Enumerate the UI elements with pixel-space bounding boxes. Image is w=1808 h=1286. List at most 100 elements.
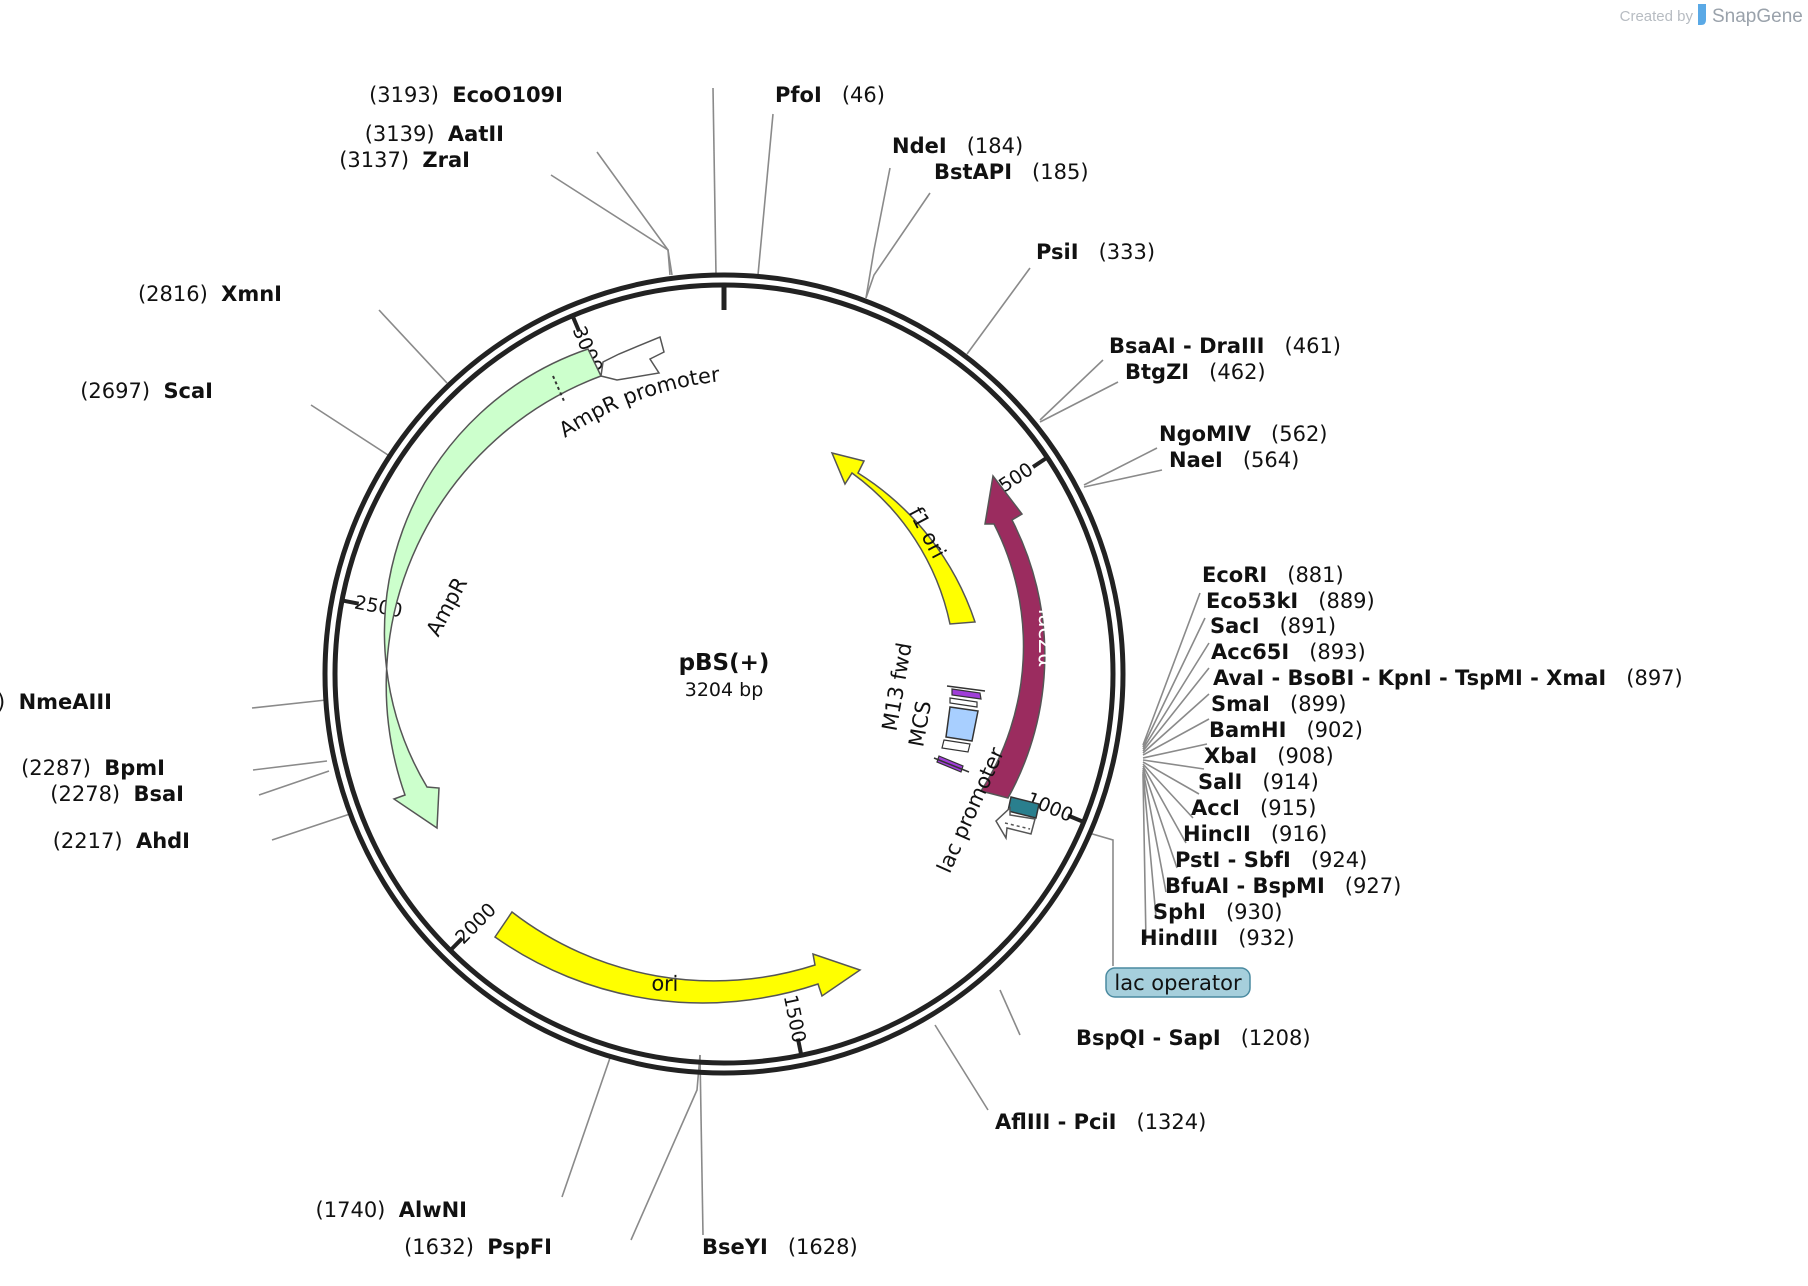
enzyme-name: AccI: [1191, 796, 1240, 820]
site-label-psii[interactable]: PsiI (333): [1036, 240, 1155, 264]
feature-arrow-ori[interactable]: [493, 910, 862, 1004]
enzyme-name: HindIII: [1140, 926, 1218, 950]
site-position: (930): [1226, 900, 1282, 924]
enzyme-name: - SapI: [1145, 1026, 1220, 1050]
feature-label-ampr: AmpR: [421, 573, 472, 640]
site-label-acci[interactable]: AccI (915): [1191, 796, 1316, 820]
tick-label-2000: 2000: [451, 899, 501, 949]
feature-arrow-lacz[interactable]: [979, 474, 1046, 799]
plasmid-name: pBS(+): [679, 650, 770, 676]
feature-ori[interactable]: ori: [493, 910, 862, 1004]
lac-operator-badge[interactable]: lac operator: [1105, 967, 1251, 998]
enzyme-name: - XmaI: [1523, 666, 1606, 690]
site-position: (562): [1271, 422, 1327, 446]
enzyme-name: XmnI: [221, 282, 282, 306]
enzyme-name: PsiI: [1036, 240, 1079, 264]
site-label-ndei[interactable]: NdeI (184): [892, 134, 1023, 158]
tick-500: [1031, 456, 1047, 469]
site-position: (46): [842, 83, 885, 107]
enzyme-name: BpmI: [104, 756, 165, 780]
tick-3000: [571, 316, 581, 333]
site-label-smai[interactable]: SmaI (899): [1211, 692, 1347, 716]
site-position: (462): [1209, 360, 1265, 384]
site-label-eco53ki[interactable]: Eco53kI (889): [1206, 589, 1375, 613]
site-label-sphi[interactable]: SphI (930): [1153, 900, 1282, 924]
m13-spacer: [949, 697, 978, 708]
site-position: (924): [1311, 848, 1367, 872]
site-label-bpmi[interactable]: (2287) BpmI: [21, 756, 165, 780]
site-position: (2217): [53, 829, 123, 853]
site-label-xmni[interactable]: (2816) XmnI: [138, 282, 282, 306]
enzyme-name: NdeI: [892, 134, 947, 158]
tick-1500: [795, 1038, 803, 1054]
feature-mcs-group[interactable]: M13 fwd MCS: [878, 641, 986, 773]
site-label-saci[interactable]: SacI (891): [1210, 614, 1336, 638]
ampr-promoter-boundary: [552, 375, 565, 402]
site-label-xbai[interactable]: XbaI (908): [1204, 744, 1334, 768]
site-label-hindiii[interactable]: HindIII (932): [1140, 926, 1295, 950]
feature-label-mcs: MCS: [904, 699, 936, 749]
enzyme-name: BsaI: [134, 782, 185, 806]
site-label-ahdi[interactable]: (2217) AhdI: [53, 829, 190, 853]
site-label-alwni[interactable]: (1740) AlwNI: [316, 1198, 467, 1222]
site-position: (1324): [1137, 1110, 1207, 1134]
enzyme-name: - TspMI: [1432, 666, 1523, 690]
lac-promoter-box[interactable]: [1007, 796, 1040, 819]
site-position: (2278): [50, 782, 120, 806]
site-position: (902): [1306, 718, 1362, 742]
site-label-nmeaiii[interactable]: (2365) NmeAIII: [0, 690, 112, 714]
enzyme-name: BseYI: [702, 1235, 768, 1259]
feature-arrow-f1-ori[interactable]: [830, 451, 977, 625]
site-label-naei[interactable]: NaeI (564): [1169, 448, 1299, 472]
feature-lacz[interactable]: lacZα: [979, 474, 1058, 799]
site-position: (889): [1318, 589, 1374, 613]
feature-arrow-lac-promoter[interactable]: [995, 806, 1036, 841]
site-label-bspqi[interactable]: BspQI - SapI (1208): [1076, 1026, 1311, 1050]
site-label-zrai[interactable]: (3137) ZraI: [339, 148, 470, 172]
site-label-bseyi[interactable]: BseYI (1628): [702, 1235, 858, 1259]
site-label-ecoo109i[interactable]: (3193) EcoO109I: [369, 83, 563, 107]
enzyme-name: Eco53kI: [1206, 589, 1298, 613]
site-label-bfuai[interactable]: BfuAI - BspMI (927): [1165, 874, 1401, 898]
site-label-hincii[interactable]: HincII (916): [1183, 822, 1327, 846]
site-label-bstapi[interactable]: BstAPI (185): [934, 160, 1089, 184]
lac-operator-box[interactable]: [1105, 967, 1251, 998]
enzyme-name: SphI: [1153, 900, 1206, 924]
site-label-afliii[interactable]: AflIII - PciI (1324): [995, 1110, 1206, 1134]
tick-1000: [1067, 813, 1083, 824]
site-label-sali[interactable]: SalI (914): [1198, 770, 1319, 794]
site-position: (1628): [788, 1235, 858, 1259]
leader-lines: [251, 87, 1210, 1241]
site-label-bamhi[interactable]: BamHI (902): [1209, 718, 1363, 742]
feature-arrow-ampr-promoter[interactable]: [600, 335, 665, 381]
site-label-aatii[interactable]: (3139) AatII: [365, 122, 504, 146]
site-position: (185): [1032, 160, 1088, 184]
site-label-pspfi[interactable]: (1632) PspFI: [404, 1235, 552, 1259]
feature-f1-ori[interactable]: f1 ori: [830, 451, 977, 625]
feature-label-lacz: lacZα: [1034, 609, 1058, 667]
enzyme-name: - BspMI: [1229, 874, 1325, 898]
enzyme-name: BsaAI: [1109, 334, 1176, 358]
enzyme-name: SacI: [1210, 614, 1260, 638]
mcs-box[interactable]: [945, 706, 979, 742]
feature-arrow-ampr[interactable]: [383, 348, 603, 830]
site-position: (184): [967, 134, 1023, 158]
site-label-btgzi[interactable]: BtgZI (462): [1125, 360, 1266, 384]
site-position: (2816): [138, 282, 208, 306]
enzyme-name: - BsoBI: [1264, 666, 1354, 690]
site-label-acc65i[interactable]: Acc65I (893): [1211, 640, 1366, 664]
site-label-ngomiv[interactable]: NgoMIV (562): [1159, 422, 1328, 446]
site-label-psti[interactable]: PstI - SbfI (924): [1175, 848, 1367, 872]
site-label-bsaai[interactable]: BsaAI - DraIII (461): [1109, 334, 1341, 358]
site-position: (3193): [369, 83, 439, 107]
plasmid-size: 3204 bp: [685, 679, 764, 701]
enzyme-name: EcoRI: [1202, 563, 1267, 587]
site-label-pfoi[interactable]: PfoI (46): [775, 83, 885, 107]
site-label-avai[interactable]: AvaI - BsoBI - KpnI - TspMI - XmaI (897): [1213, 666, 1683, 690]
site-label-ecori[interactable]: EcoRI (881): [1202, 563, 1344, 587]
site-label-scai[interactable]: (2697) ScaI: [80, 379, 213, 403]
m13-fwd-primer-top[interactable]: [951, 688, 982, 700]
site-label-bsai[interactable]: (2278) BsaI: [50, 782, 184, 806]
enzyme-name: BtgZI: [1125, 360, 1189, 384]
